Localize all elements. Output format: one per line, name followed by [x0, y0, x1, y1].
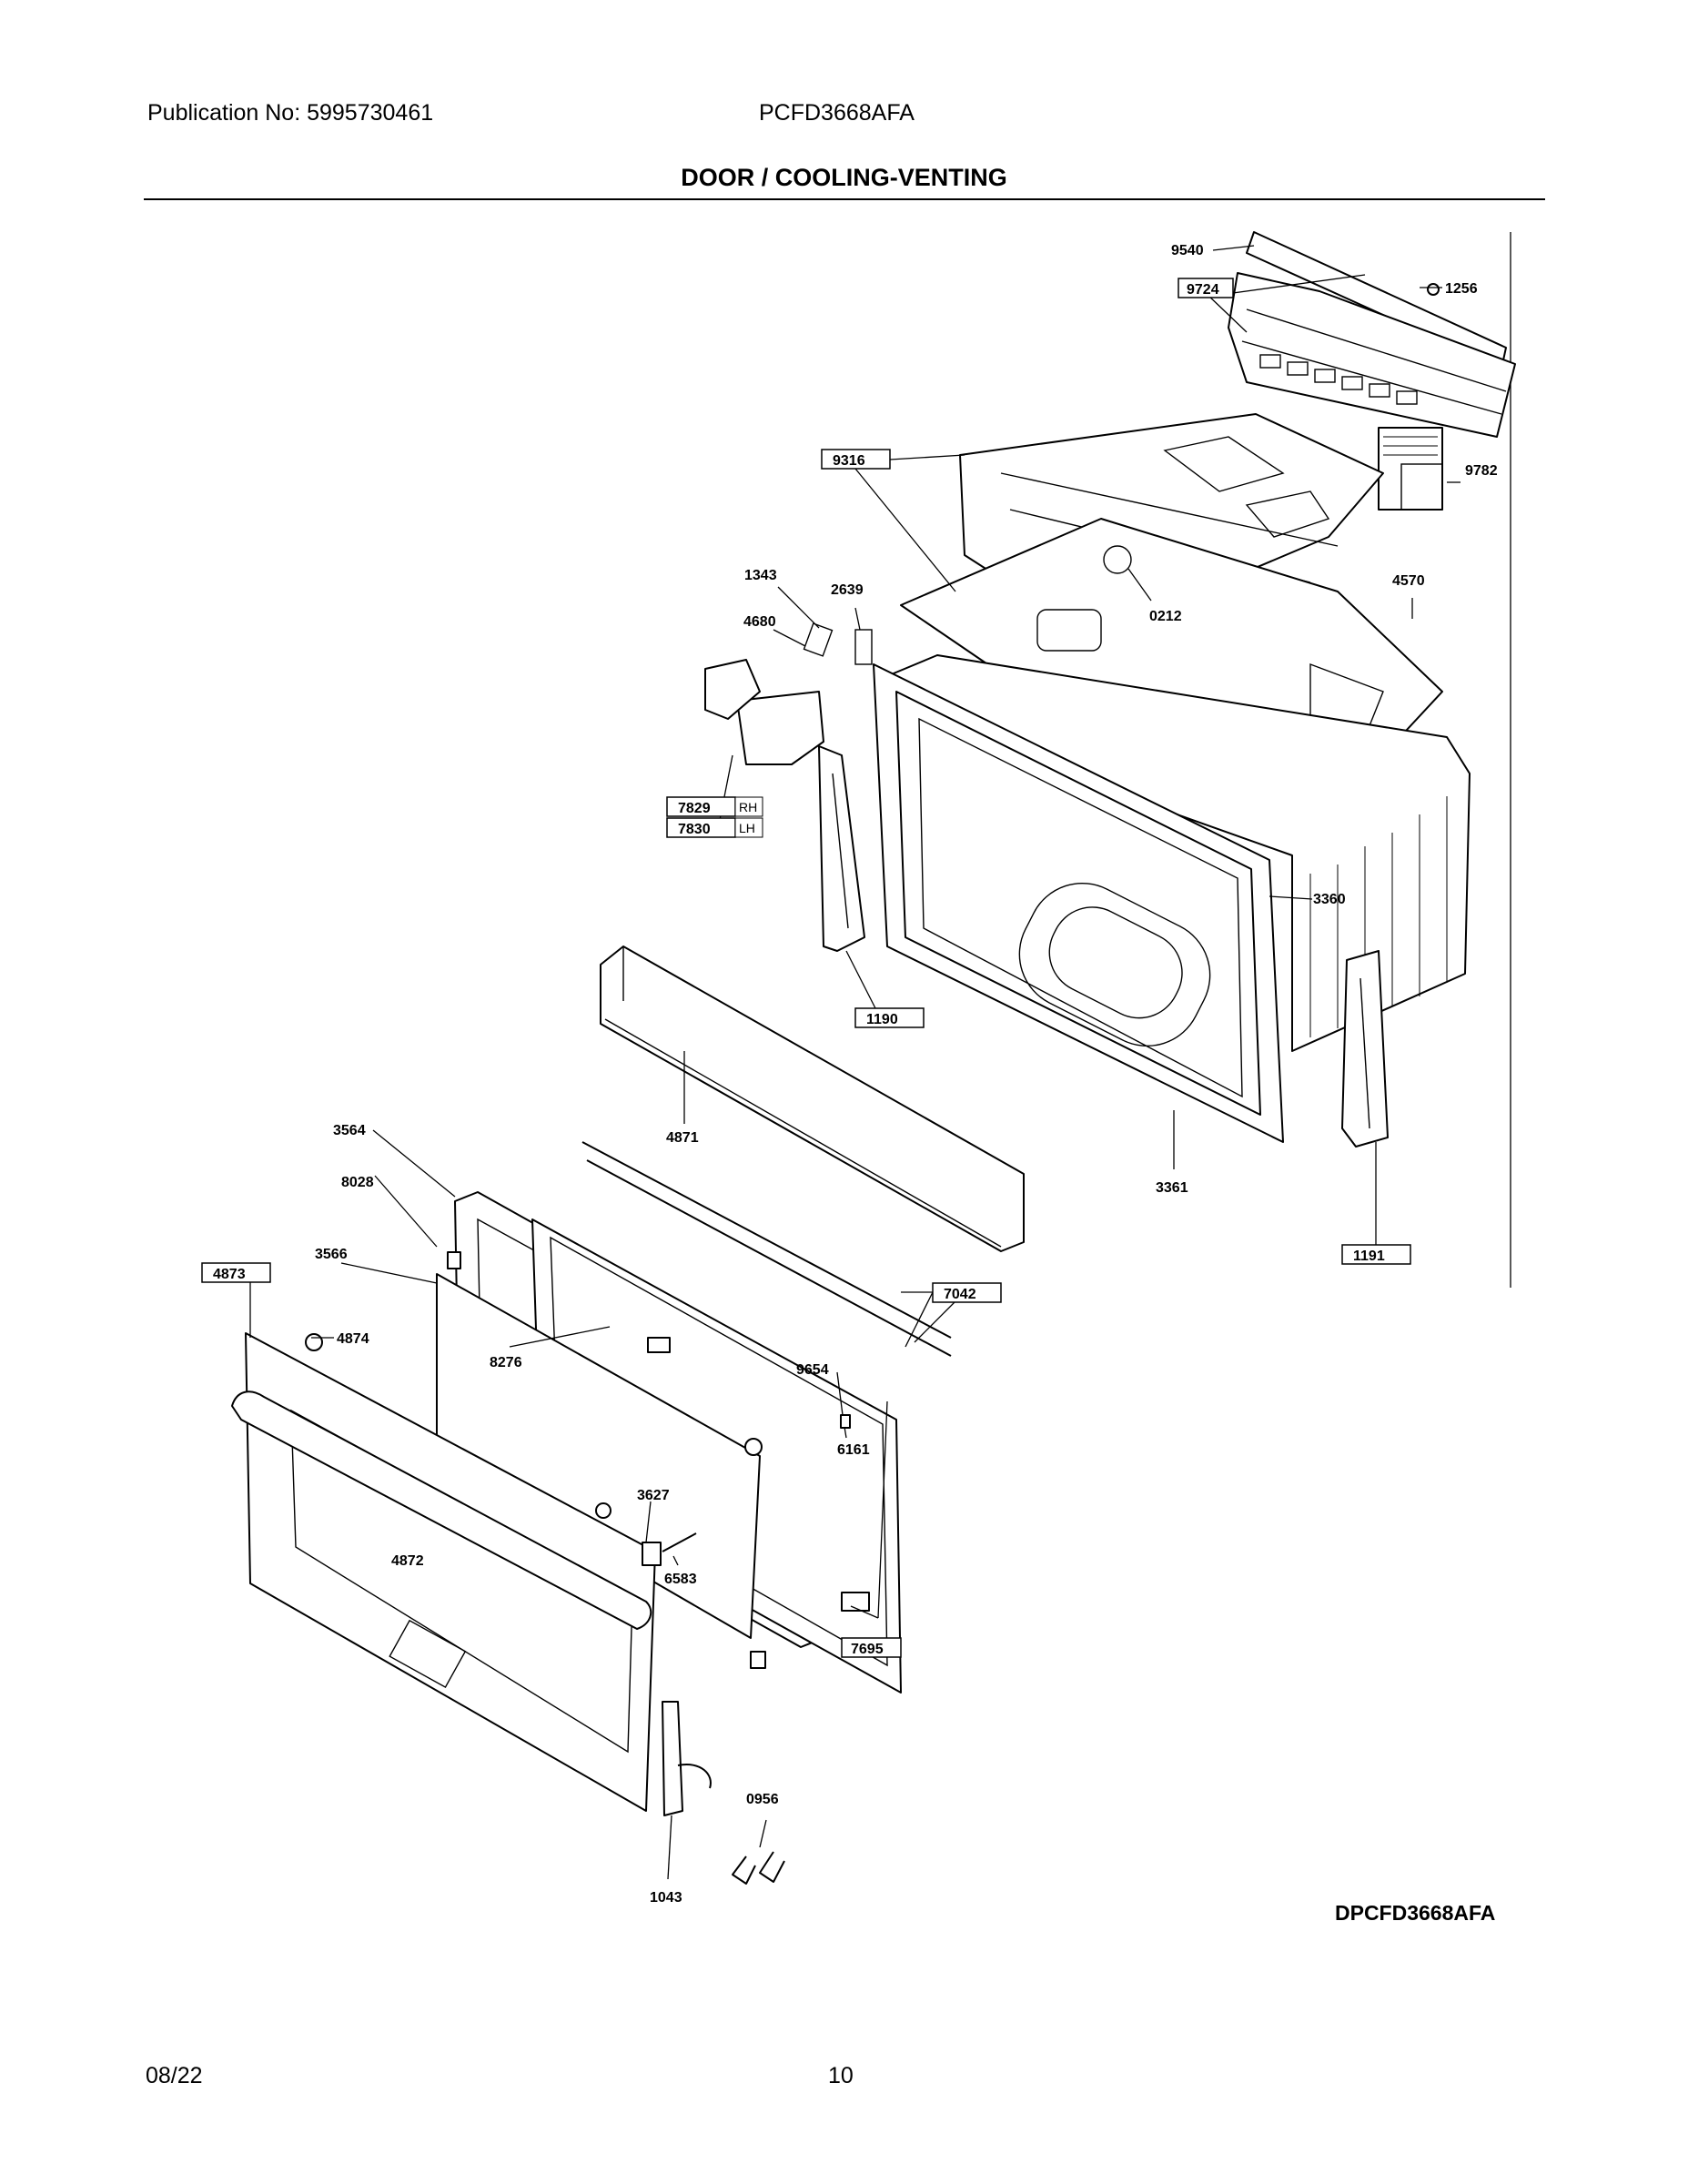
callout-4871: 4871 — [666, 1130, 699, 1146]
callout-4872: 4872 — [391, 1553, 424, 1569]
callout-8028: 8028 — [341, 1175, 374, 1190]
hinge-clip-parts — [732, 1851, 785, 1885]
callout-7042: 7042 — [944, 1287, 976, 1302]
leader-lines — [249, 245, 1461, 1880]
diagram-reference-code: DPCFD3668AFA — [1335, 1901, 1495, 1925]
callout-6583: 6583 — [664, 1572, 697, 1587]
callout-1043: 1043 — [650, 1890, 682, 1906]
callout-4570: 4570 — [1392, 573, 1425, 589]
door-handle-part — [231, 1390, 652, 1630]
door-baffle-part — [436, 1273, 761, 1639]
oven-front-frame-part — [873, 663, 1284, 1143]
callout-3566: 3566 — [315, 1247, 348, 1262]
callout-1190: 1190 — [866, 1012, 898, 1027]
callout-7695: 7695 — [851, 1642, 884, 1657]
callout-3361: 3361 — [1156, 1180, 1188, 1196]
callout-labels: 9540 9724 1256 9316 9782 1343 2639 4680 … — [201, 243, 1498, 1906]
model-number: PCFD3668AFA — [759, 100, 915, 126]
callout-7829-side: RH — [739, 800, 757, 814]
callout-4680: 4680 — [743, 614, 776, 630]
page-number: 10 — [828, 2063, 854, 2088]
callout-7829: 7829 — [678, 801, 711, 816]
title-rule — [144, 198, 1545, 200]
callout-9782: 9782 — [1465, 463, 1498, 479]
callout-1343: 1343 — [744, 568, 777, 583]
callout-0956: 0956 — [746, 1792, 779, 1807]
small-fastener-parts — [305, 283, 1440, 1669]
publication-number: Publication No: 5995730461 — [147, 100, 434, 126]
callout-9540: 9540 — [1171, 243, 1204, 258]
callout-3627: 3627 — [637, 1488, 670, 1503]
door-hinge-part — [662, 1701, 712, 1816]
callout-6161: 6161 — [837, 1442, 870, 1458]
callout-3360: 3360 — [1313, 892, 1346, 907]
callout-9654: 9654 — [796, 1362, 829, 1378]
callout-7830-side: LH — [739, 821, 755, 835]
callout-7830: 7830 — [678, 822, 711, 837]
callout-9316: 9316 — [833, 453, 865, 469]
callout-4874: 4874 — [337, 1331, 369, 1347]
vent-trim-part — [600, 945, 1025, 1252]
vent-grille-part — [1228, 231, 1516, 438]
callout-0212: 0212 — [1149, 609, 1182, 624]
callout-1191: 1191 — [1353, 1249, 1385, 1264]
hinge-receptacle-right-part — [1341, 950, 1389, 1148]
callout-9724: 9724 — [1187, 282, 1219, 298]
callout-3564: 3564 — [333, 1123, 366, 1138]
vent-strip-part — [581, 1141, 952, 1357]
callout-4873: 4873 — [213, 1267, 246, 1282]
fan-motor-part — [1378, 427, 1443, 511]
callout-2639: 2639 — [831, 582, 864, 598]
callout-1256: 1256 — [1445, 281, 1478, 297]
callout-8276: 8276 — [490, 1355, 522, 1370]
page-title: DOOR / COOLING-VENTING — [681, 164, 1007, 191]
door-lock-assembly-part — [704, 622, 873, 765]
footer-date: 08/22 — [146, 2063, 203, 2088]
hinge-receptacle-left-part — [818, 745, 865, 952]
